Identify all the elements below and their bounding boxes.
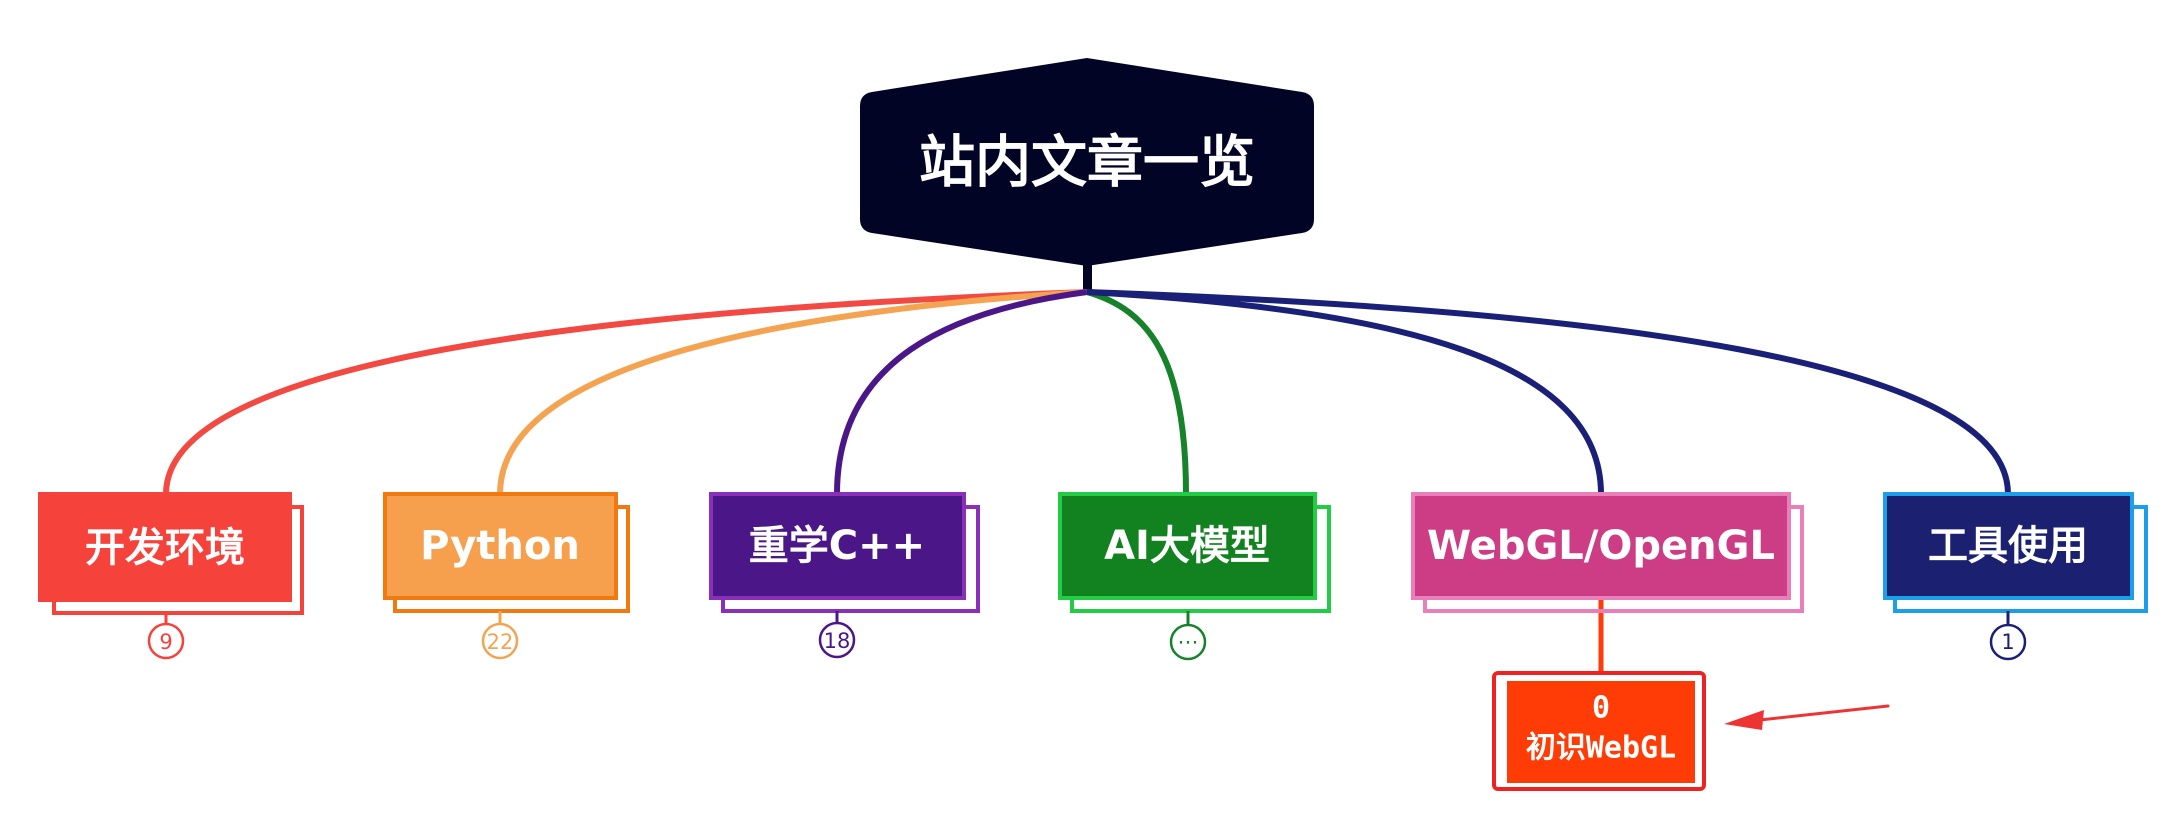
count-value: 1	[2001, 630, 2014, 654]
branch-box	[1883, 492, 2134, 600]
connector-branch-6	[1086, 289, 2011, 495]
branch-box	[709, 492, 966, 600]
branch-box	[383, 492, 618, 600]
connector-branch-1	[163, 289, 1088, 495]
branch-node-ai-models[interactable]: AI大模型 ⋯	[1058, 492, 1331, 661]
connector-branch-3	[834, 289, 1088, 495]
branch-box	[1411, 492, 1791, 600]
connector-branch-4	[1086, 289, 1189, 495]
subtopic-label: 初识WebGL	[1526, 731, 1676, 766]
count-badge[interactable]	[1169, 623, 1207, 661]
count-value: 18	[824, 629, 851, 653]
annotation-arrow	[1724, 704, 1890, 730]
root-stem	[1083, 262, 1092, 294]
branch-label: 开发环境	[85, 525, 245, 571]
root-title: 站内文章一览	[919, 131, 1255, 196]
root-node[interactable]: 站内文章一览	[860, 58, 1314, 266]
arrow-head-icon	[1724, 710, 1764, 730]
branch-node-python[interactable]: Python 22	[383, 492, 630, 660]
connector-branch-5	[1086, 289, 1604, 495]
branch-label: AI大模型	[1104, 523, 1270, 569]
branch-box	[38, 492, 292, 602]
branch-label: WebGL/OpenGL	[1427, 523, 1775, 569]
subtopic-box	[1507, 681, 1695, 783]
subtopic-count: 0	[1592, 691, 1610, 726]
subtopic-node-webgl-intro[interactable]: 0 初识WebGL	[1492, 671, 1706, 791]
branch-label: 重学C++	[749, 523, 925, 569]
branch-label: Python	[420, 523, 580, 569]
count-badge[interactable]	[1989, 623, 2027, 661]
count-badge[interactable]	[147, 622, 185, 660]
count-value: ⋯	[1178, 630, 1199, 654]
connector-branch-2	[497, 289, 1088, 495]
count-badge[interactable]	[818, 621, 856, 659]
count-badge[interactable]	[481, 622, 519, 660]
branch-node-tools[interactable]: 工具使用 1	[1883, 492, 2148, 661]
branch-box	[1058, 492, 1317, 600]
count-value: 9	[159, 630, 172, 654]
branch-node-webgl-opengl[interactable]: WebGL/OpenGL	[1411, 492, 1804, 613]
count-value: 22	[487, 630, 514, 654]
arrow-shaft	[1758, 704, 1890, 722]
root-shape	[860, 58, 1314, 266]
branch-node-cpp[interactable]: 重学C++ 18	[709, 492, 980, 659]
connector-lines	[163, 262, 2011, 673]
branch-label: 工具使用	[1928, 523, 2088, 569]
branch-node-dev-env[interactable]: 开发环境 9	[38, 492, 304, 660]
